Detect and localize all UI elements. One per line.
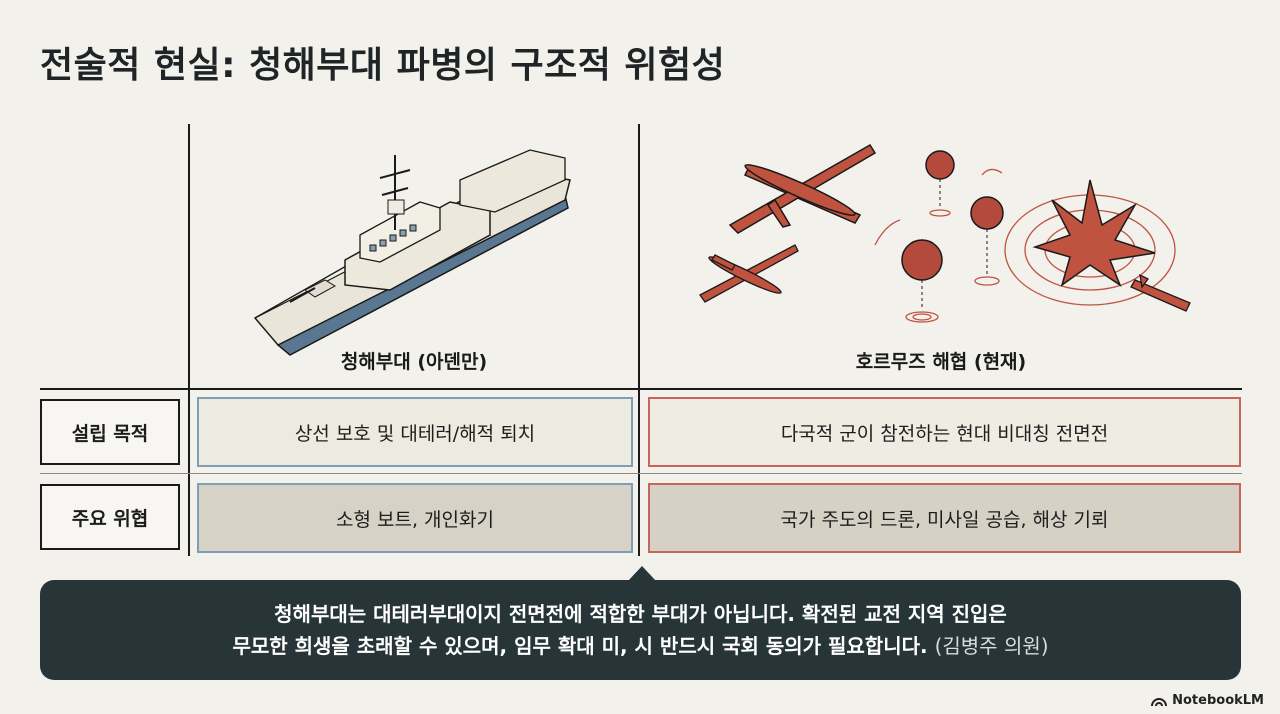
cell-threat-left: 소형 보트, 개인화기 <box>197 483 633 553</box>
warship-illustration <box>253 149 571 356</box>
row-label-threat: 주요 위협 <box>40 484 180 550</box>
quote-attribution: (김병주 의원) <box>934 634 1049 658</box>
row-rule <box>40 473 1242 474</box>
explosion-icon <box>1032 179 1156 287</box>
quote-line-2-text: 무모한 희생을 초래할 수 있으며, 임무 확대 미, 시 반드시 국회 동의가… <box>232 634 928 658</box>
notebooklm-logo-icon <box>1151 697 1168 706</box>
divider-left <box>188 124 190 556</box>
drone-icon <box>728 143 877 234</box>
quote-line-2: 무모한 희생을 초래할 수 있으며, 임무 확대 미, 시 반드시 국회 동의가… <box>40 630 1241 662</box>
brand-label: NotebookLM <box>1172 693 1264 708</box>
quote-panel: 청해부대는 대테러부대이지 전면전에 적합한 부대가 아닙니다. 확전된 교전 … <box>40 580 1241 680</box>
quote-pointer <box>628 566 656 581</box>
header-rule <box>40 388 1242 390</box>
threats-illustration <box>699 143 1191 323</box>
brand-watermark: NotebookLM <box>1151 693 1264 708</box>
divider-center <box>638 124 640 556</box>
missile-icon <box>1130 273 1191 312</box>
cell-purpose-left: 상선 보호 및 대테러/해적 퇴치 <box>197 397 633 467</box>
page-title: 전술적 현실: 청해부대 파병의 구조적 위험성 <box>40 45 726 86</box>
quote-line-1: 청해부대는 대테러부대이지 전면전에 적합한 부대가 아닙니다. 확전된 교전 … <box>274 602 1007 626</box>
cell-threat-right: 국가 주도의 드론, 미사일 공습, 해상 기뢰 <box>648 483 1241 553</box>
cell-purpose-right: 다국적 군이 참전하는 현대 비대칭 전면전 <box>648 397 1241 467</box>
column-header-left: 청해부대 (아덴만) <box>340 351 488 373</box>
row-label-purpose: 설립 목적 <box>40 399 180 465</box>
column-header-right: 호르무즈 해협 (현재) <box>855 351 1027 373</box>
